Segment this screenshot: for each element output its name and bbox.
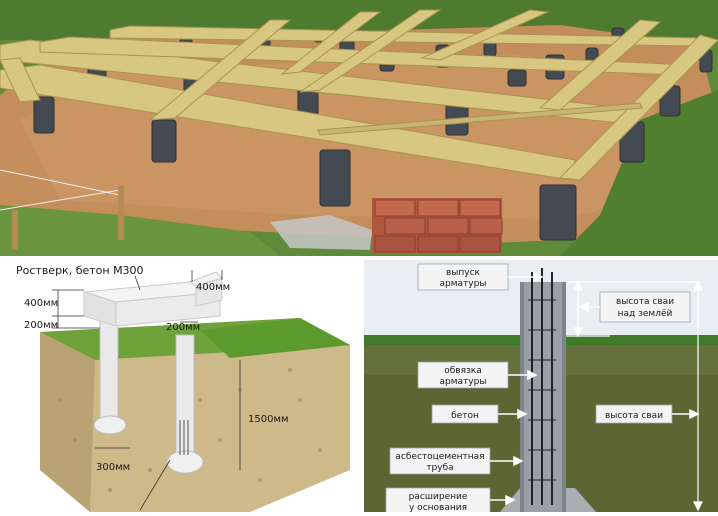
dim-400-right: 400мм: [196, 282, 230, 293]
timber-beams: [0, 9, 718, 181]
label-concrete: бетон: [451, 411, 479, 421]
label-boxes: [385, 263, 691, 515]
left-diagram: Ростверк, бетон М300 400мм 200мм 400мм 2…: [0, 260, 356, 512]
dim-200-right: 200мм: [166, 322, 200, 333]
foundation-photo: [0, 0, 718, 256]
dim-200-left: 200мм: [24, 320, 58, 331]
title-label: Ростверк, бетон М300: [16, 264, 144, 277]
dim-1500: 1500мм: [248, 414, 289, 425]
label-height: высота сваи: [605, 411, 663, 421]
dim-300: 300мм: [96, 462, 130, 473]
dim-400-left: 400мм: [24, 298, 58, 309]
brick-pile: [372, 198, 503, 253]
